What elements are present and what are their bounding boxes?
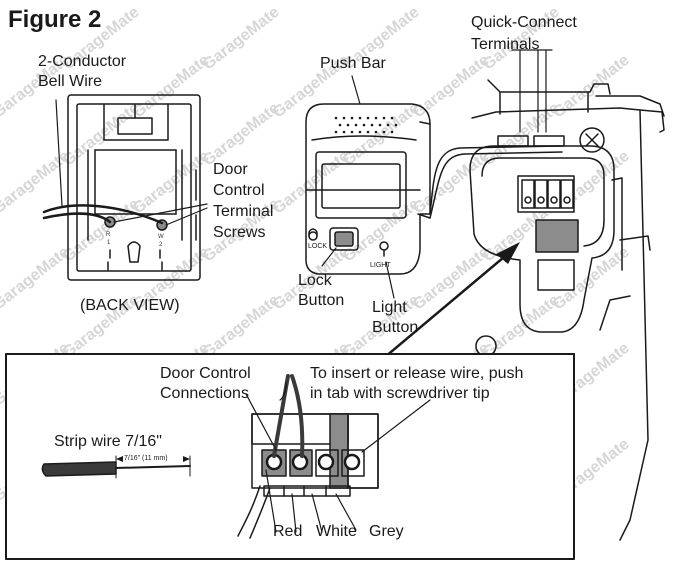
grille-dot	[374, 116, 378, 120]
opener-housing	[469, 79, 665, 541]
back-view-label: (BACK VIEW)	[80, 297, 180, 314]
bell-wire	[42, 99, 164, 225]
strip-wire-label: Strip wire 7/16"	[54, 433, 162, 450]
door-control-label-line4: Screws	[213, 224, 266, 241]
grille-dot	[338, 123, 342, 127]
lock-button-label-line2: Button	[298, 292, 345, 309]
grille-dot	[366, 116, 370, 120]
terminal-label-r: R	[106, 232, 111, 238]
push-bar-dots	[334, 116, 398, 134]
grille-dot	[370, 123, 374, 127]
grille-dot	[358, 130, 362, 134]
light-button-label-line1: Light	[372, 299, 407, 316]
grille-dot	[386, 123, 390, 127]
lock-text: LOCK	[308, 243, 328, 250]
grille-dot	[366, 130, 370, 134]
grille-dot	[334, 130, 338, 134]
back-view-door-control	[67, 94, 201, 281]
terminal-label-w: W	[158, 234, 164, 240]
strip-wire-illustration	[41, 455, 191, 479]
light-text: LIGHT	[370, 262, 391, 269]
insert-release-line2: in tab with screwdriver tip	[310, 385, 490, 402]
grille-dot	[346, 123, 350, 127]
grille-dot	[382, 116, 386, 120]
terminal-block	[251, 413, 379, 497]
grille-dot	[382, 130, 386, 134]
grille-dot	[390, 130, 394, 134]
quick-connect-label-line1: Quick-Connect	[471, 14, 577, 31]
terminal-label-2: 2	[159, 242, 163, 248]
grille-dot	[342, 116, 346, 120]
wire-label-grey: Grey	[369, 523, 404, 540]
grille-dot	[374, 130, 378, 134]
push-bar-unit	[305, 103, 563, 275]
figure-title: Figure 2	[8, 6, 102, 33]
grille-dot	[362, 123, 366, 127]
bell-wire-label-line2: Bell Wire	[38, 73, 103, 90]
door-control-connections-line1: Door Control	[160, 365, 251, 382]
push-bar-label: Push Bar	[320, 55, 386, 72]
door-control-label-line3: Terminal	[213, 203, 274, 220]
quick-connect-label-line2: Terminals	[471, 36, 540, 53]
insert-release-line1: To insert or release wire, push	[310, 365, 524, 382]
grille-dot	[342, 130, 346, 134]
wire-label-white: White	[316, 523, 357, 540]
grille-dot	[394, 123, 398, 127]
quick-connect-terminals	[511, 49, 574, 209]
grille-dot	[350, 116, 354, 120]
grille-dot	[334, 116, 338, 120]
grille-dot	[390, 116, 394, 120]
strip-dimension-label: 7/16" (11 mm)	[124, 455, 168, 463]
grille-dot	[354, 123, 358, 127]
light-button-label-line2: Button	[372, 319, 419, 336]
grille-dot	[378, 123, 382, 127]
door-control-connections-line2: Connections	[160, 385, 249, 402]
grille-dot	[350, 130, 354, 134]
terminal-label-1: 1	[107, 240, 111, 246]
door-control-label-line1: Door	[213, 161, 248, 178]
door-control-leader-lines	[113, 203, 208, 226]
lock-button-label-line1: Lock	[298, 272, 332, 289]
bell-wire-label-line1: 2-Conductor	[38, 53, 127, 70]
wire-label-red: Red	[273, 523, 303, 540]
push-bar-leaders	[321, 75, 395, 299]
grille-dot	[358, 116, 362, 120]
door-control-label-line2: Control	[213, 182, 265, 199]
connection-wires	[237, 374, 431, 539]
